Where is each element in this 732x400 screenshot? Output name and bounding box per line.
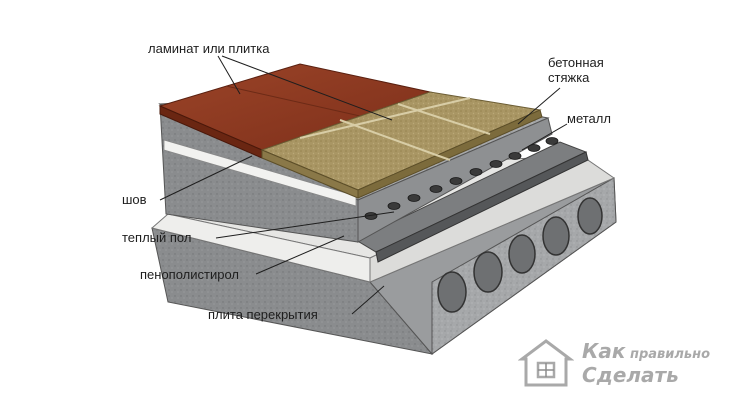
label-heated-floor: теплый пол xyxy=(122,230,192,245)
leader-heat xyxy=(215,211,395,239)
house-icon xyxy=(518,339,574,387)
label-screed-line2: стяжка xyxy=(548,70,590,85)
label-seam: шов xyxy=(122,192,147,207)
watermark-word-2: правильно xyxy=(630,347,711,362)
heated-floor-front xyxy=(375,151,589,263)
tile-layer xyxy=(260,91,543,199)
watermark-word-1: Как xyxy=(582,339,626,363)
watermark-logo: Как правильно Сделать xyxy=(518,337,728,393)
label-metal: металл xyxy=(567,111,611,126)
label-slab: плита перекрытия xyxy=(208,307,318,322)
leader-laminate-1 xyxy=(217,55,241,95)
seam-band xyxy=(163,139,357,207)
label-foam: пенополистирол xyxy=(140,267,239,282)
leader-screed xyxy=(517,87,561,125)
watermark-word-3: Сделать xyxy=(582,363,679,387)
label-laminate: ламинат или плитка xyxy=(148,41,270,56)
label-screed-line1: бетонная xyxy=(548,55,604,70)
laminate-layer xyxy=(158,63,432,159)
leader-laminate-2 xyxy=(221,55,393,121)
slab-hollow-cores xyxy=(437,197,603,313)
heated-floor-layer xyxy=(354,141,589,263)
leader-slab xyxy=(351,285,385,315)
metal-rods xyxy=(364,137,559,220)
tile-right-edge xyxy=(357,109,543,199)
leader-seam xyxy=(159,155,253,201)
leader-lines xyxy=(159,55,568,315)
leader-foam xyxy=(255,235,345,275)
leader-metal xyxy=(521,123,568,151)
label-screed: бетонная стяжка xyxy=(548,55,604,85)
